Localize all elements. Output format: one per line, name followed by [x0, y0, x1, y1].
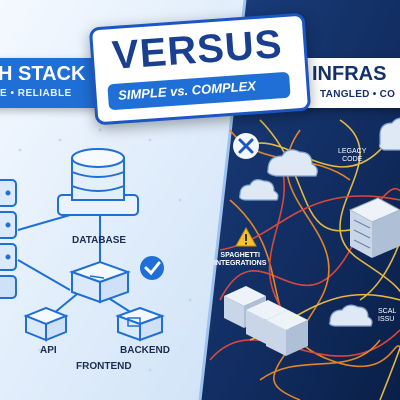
label-spaghetti-integrations: SPAGHETTI INTEGRATIONS — [214, 252, 267, 268]
right-title: INFRAS — [312, 63, 387, 85]
label-frontend: FRONTEND — [76, 361, 132, 372]
check-icon — [140, 256, 164, 280]
cloud-icon — [238, 117, 400, 327]
label-scaling-issues: SCAL ISSU — [378, 308, 397, 324]
close-icon — [233, 133, 259, 159]
server-cluster-icon — [224, 286, 308, 356]
left-subtitle: E • RELIABLE — [0, 88, 72, 99]
server-stack-icon — [0, 179, 17, 299]
server-icon — [348, 197, 400, 258]
label-legacy-code: LEGACY CODE — [338, 148, 367, 164]
database-icon — [57, 148, 139, 216]
left-title: H STACK — [0, 63, 86, 85]
label-database: DATABASE — [72, 235, 127, 246]
backend-icon — [115, 306, 165, 342]
right-subtitle: TANGLED • CO — [320, 89, 396, 100]
warning-icon — [235, 226, 257, 247]
frontend-icon — [69, 260, 131, 304]
label-backend: BACKEND — [120, 345, 170, 356]
right-banner — [300, 58, 400, 108]
label-api: API — [40, 345, 57, 356]
api-icon — [23, 306, 69, 342]
